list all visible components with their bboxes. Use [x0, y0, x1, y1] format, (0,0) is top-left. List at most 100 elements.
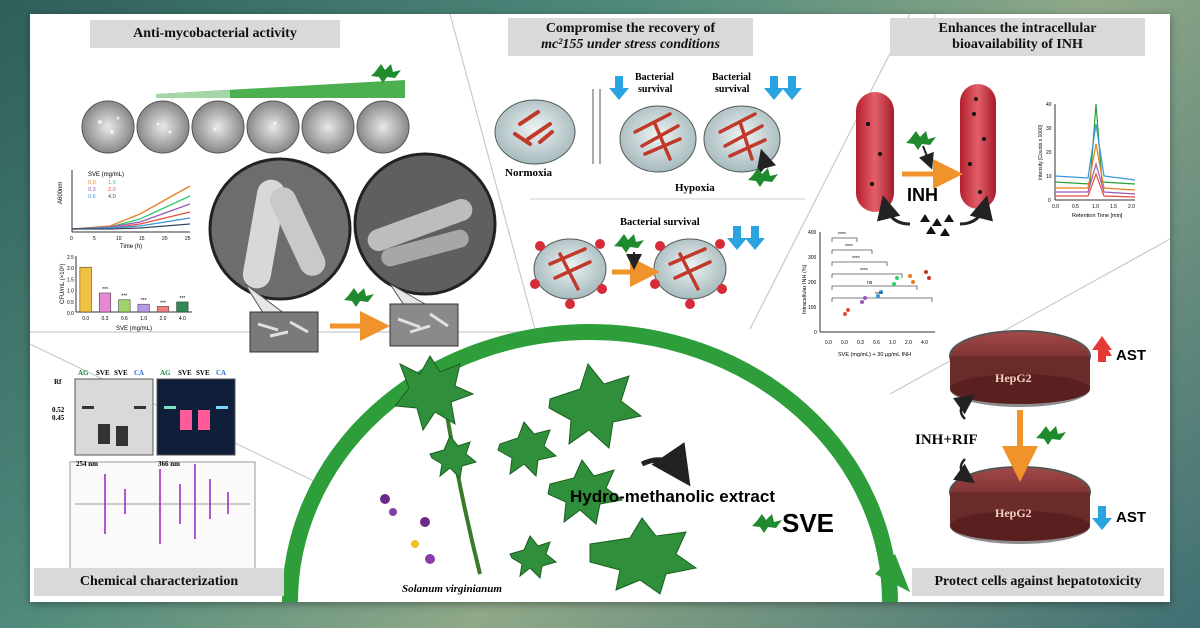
- agar-plates: [81, 100, 410, 154]
- section-anti-mycobacterial: Anti-mycobacterial activity: [90, 20, 340, 48]
- down-arrows-top: [609, 76, 802, 250]
- growth-ylabel: A600nm: [58, 182, 64, 204]
- rf-label: 0.52: [52, 406, 65, 414]
- rf-label: Rf: [54, 378, 62, 386]
- intracellular-inh-scatter: [819, 232, 935, 333]
- tick-label: 20: [162, 236, 168, 242]
- lane-label: SVE: [114, 369, 128, 377]
- tick-label: 1.0: [889, 340, 896, 346]
- bacterial-survival-label: Bacterial survival: [620, 217, 700, 228]
- tick-label: 20: [1046, 150, 1052, 156]
- bar-star-label: ***: [141, 298, 147, 304]
- cycle-arc: [282, 324, 898, 602]
- legend-item: 1.0: [108, 180, 116, 186]
- tick-label: 15: [139, 236, 145, 242]
- tick-label: 40: [1046, 102, 1052, 108]
- gradient-bar: [156, 80, 405, 98]
- bar-ytick-label: 1.5: [67, 277, 74, 283]
- sig-label: ns: [867, 280, 873, 286]
- rf-label: 0.45: [52, 414, 65, 422]
- sig-label: ****: [838, 232, 846, 238]
- chrom-ylabel: Intensity [Counts x 1000]: [1038, 124, 1044, 180]
- lane-label: AG: [160, 369, 171, 377]
- bar-star-label: ***: [160, 300, 166, 306]
- bar-tick-label: 1.0: [140, 316, 147, 322]
- hepg2-dishes: [949, 330, 1112, 544]
- compromise-line-2: mc²155 under stress conditions: [541, 37, 720, 52]
- ast-down-label: AST: [1116, 509, 1146, 526]
- bar-ytick-label: 0.5: [67, 300, 74, 306]
- tick-label: 400: [808, 230, 817, 236]
- lane-label: CA: [216, 369, 226, 377]
- inh-rif-label: INH+RIF: [915, 432, 978, 448]
- growth-curve-chart: [71, 170, 191, 233]
- enhances-line-2: bioavailability of INH: [952, 37, 1083, 52]
- ast-up-label: AST: [1116, 347, 1146, 364]
- bar: [156, 306, 170, 313]
- tlc-caption: 366 nm: [158, 460, 180, 468]
- plant-flowers: [380, 494, 435, 564]
- lane-label: SVE: [178, 369, 192, 377]
- tick-label: 2.0: [1128, 204, 1135, 210]
- tick-label: 5: [93, 236, 96, 242]
- bar-tick-label: 0.3: [102, 316, 109, 322]
- plant-illustration: [394, 355, 698, 595]
- section-enhances: Enhances the intracellular bioavailabili…: [890, 18, 1145, 56]
- section-compromise: Compromise the recovery of mc²155 under …: [508, 18, 753, 56]
- tick-label: 0.3: [857, 340, 864, 346]
- lane-label: SVE: [196, 369, 210, 377]
- scatter-xlabel: SVE (mg/mL) + 30 µg/mL INH: [838, 352, 911, 358]
- significance-labels: **** ns **** **** **** ****: [838, 232, 883, 298]
- bar-yticks: 2.52.01.51.00.50.0: [67, 255, 74, 317]
- hepg2-label-top: HepG2: [995, 371, 1032, 385]
- sve-leaf-icon: [752, 514, 782, 533]
- legend-item: 4.0: [108, 194, 116, 200]
- sig-label: ****: [852, 256, 860, 262]
- tlc-caption: 254 nm: [76, 460, 98, 468]
- bar-ylabel: CFU/mL (×10⁸): [59, 264, 66, 304]
- bar: [98, 292, 112, 313]
- bar: [79, 266, 92, 313]
- tick-label: 30: [1046, 126, 1052, 132]
- chromatogram: [1054, 103, 1136, 201]
- hypoxia-label: Hypoxia: [675, 182, 715, 194]
- tick-label: 0.0: [1052, 204, 1059, 210]
- sem-images: [208, 152, 497, 353]
- tick-label: 100: [808, 305, 817, 311]
- tick-label: 0.5: [1072, 204, 1079, 210]
- tlc-labels: Rf 0.52 0.45 AG SVE SVE CA AG SVE SVE CA…: [52, 369, 226, 468]
- graphical-abstract: 0.0 0.3 *** 0.6 *** 1.0 *** 2.0 *** 4.0 ***: [30, 14, 1170, 602]
- bar-tick-label: 4.0: [179, 316, 186, 322]
- sve-label: SVE: [782, 508, 834, 538]
- bar-xlabel: SVE (mg/mL): [116, 326, 152, 332]
- section-chemical: Chemical characterization: [34, 568, 284, 596]
- scatter-xticks: 0.0 0.0 0.3 0.6 1.0 2.0 4.0: [825, 340, 928, 346]
- lane-label: AG: [78, 369, 89, 377]
- survival-label-2: survival: [715, 84, 750, 95]
- sig-label: ****: [845, 244, 853, 250]
- tick-label: 1.5: [1110, 204, 1117, 210]
- legend-item: 2.0: [108, 187, 116, 193]
- tick-label: 4.0: [921, 340, 928, 346]
- tick-label: 10: [1046, 174, 1052, 180]
- scatter-ylabel: Intracellular INH (%): [802, 264, 808, 314]
- legend-item: 0.6: [88, 194, 96, 200]
- tick-label: 0.6: [873, 340, 880, 346]
- normoxia-dish: [494, 99, 576, 165]
- hypoxia-dishes: [619, 105, 781, 187]
- section-protect: Protect cells against hepatotoxicity: [912, 568, 1164, 596]
- bar-tick-label: 0.6: [121, 316, 128, 322]
- bar-tick-label: 0.0: [82, 316, 89, 322]
- bar-ytick-label: 2.5: [67, 255, 74, 261]
- bar-star-label: ***: [179, 296, 185, 302]
- sve-leaf-icons: [344, 64, 401, 307]
- tick-label: 25: [185, 236, 191, 242]
- bacterial-label-2: Bacterial: [712, 72, 751, 83]
- scatter-yticks: 400 300 200 100 0: [808, 230, 817, 336]
- bar-star-label: ***: [102, 287, 108, 293]
- bar-star-label: ***: [121, 294, 127, 300]
- tick-label: 200: [808, 280, 817, 286]
- bar-ytick-label: 0.0: [67, 311, 74, 317]
- tlc-plates: [74, 378, 236, 456]
